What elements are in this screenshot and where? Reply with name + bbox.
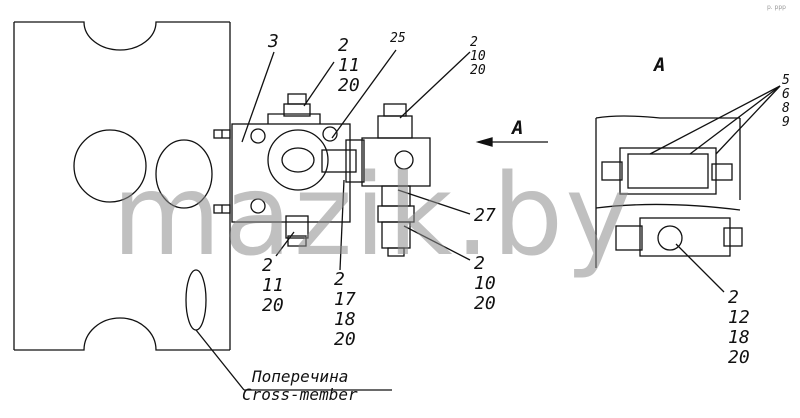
callout-3: 3: [268, 31, 279, 52]
view-a-assembly: [595, 115, 743, 268]
arrow-label: A: [512, 117, 524, 139]
callout-27: 27: [474, 205, 496, 226]
valve-body: [231, 93, 365, 247]
callout-25: 25: [390, 31, 406, 46]
watermark: mazik.by: [112, 151, 634, 281]
callout-stack-right-top: 5 6 8 9: [782, 73, 790, 130]
leader-lines: [195, 49, 781, 391]
mount-bolts: [213, 129, 231, 214]
caption-en: Cross-member: [242, 385, 358, 404]
callout-stack-top-mid: 2 10 20: [470, 35, 486, 78]
cross-member: [13, 21, 231, 351]
view-arrow: [475, 137, 548, 147]
view-label: A: [654, 54, 666, 76]
callout-stack-top-left: 2 11 20: [338, 35, 360, 96]
middle-valve: [361, 103, 431, 257]
caption-ru: Поперечина: [252, 367, 349, 386]
callout-stack-mid-lower: 2 10 20: [474, 253, 496, 314]
corner-mark: p. ppp: [766, 4, 786, 11]
callout-stack-right-lower: 2 12 18 20: [728, 287, 750, 368]
callout-stack-bottom-left: 2 11 20: [262, 255, 284, 316]
callout-stack-bottom-mid: 2 17 18 20: [334, 269, 356, 350]
